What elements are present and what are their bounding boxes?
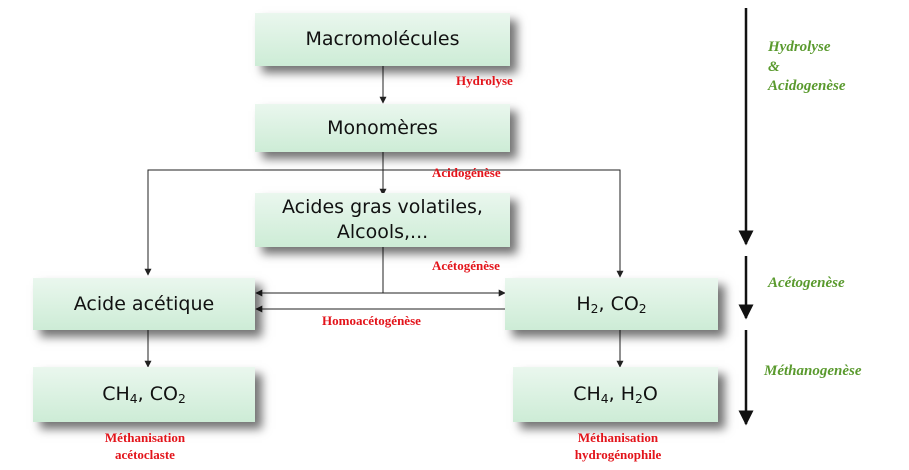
phase-hydrolyse-acidogenese: Hydrolyse & Acidogenèse: [768, 39, 846, 94]
label-methanisation-acetoclaste: Méthanisation acétoclaste: [104, 430, 186, 462]
box-acide-acetique: Acide acétique: [33, 278, 255, 330]
label-acetogenese: Acétogénèse: [432, 258, 500, 273]
box-acides-gras: Acides gras volatiles, Alcools,...: [255, 193, 510, 247]
label-homoacetogenese: Homoacétogénèse: [322, 313, 421, 328]
arrow-branch-right: [383, 169, 624, 278]
h2co2-formula: H2, CO2: [576, 292, 647, 316]
label-acidogenese: Acidogénèse: [432, 165, 501, 180]
label-hydrolyse: Hydrolyse: [456, 73, 513, 88]
phase-acetogenese: Acétogenèse: [768, 275, 845, 291]
ch4h2o-formula: CH4, H2O: [573, 383, 658, 407]
box-monomeres: Monomères: [255, 104, 510, 152]
label-methanisation-hydrogenophile: Méthanisation hydrogénophile: [574, 430, 662, 462]
box-macromolecules: Macromolécules: [255, 13, 510, 66]
arrow-branch-left: [144, 169, 383, 276]
box-ch4-h2o: CH4, H2O: [513, 367, 718, 422]
phase-methanogenese: Méthanogenèse: [764, 363, 862, 379]
box-ch4-co2: CH4, CO2: [33, 367, 255, 422]
box-h2-co2: H2, CO2: [505, 278, 718, 330]
ch4co2-formula: CH4, CO2: [102, 383, 186, 407]
